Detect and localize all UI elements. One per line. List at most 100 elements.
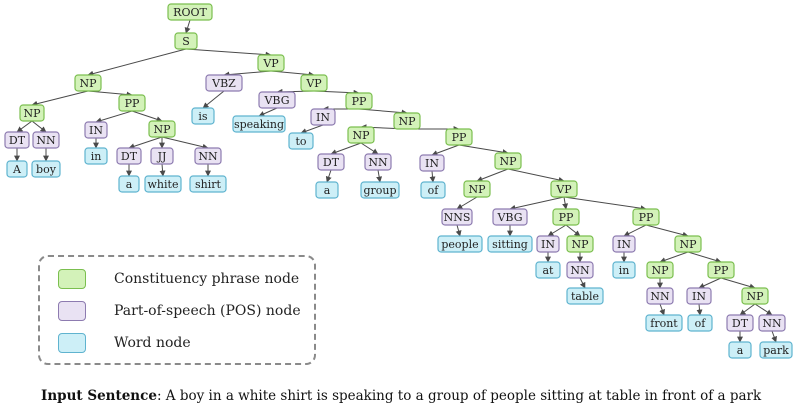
- tree-edge: [456, 196, 478, 210]
- pos-node: NN: [194, 147, 222, 165]
- pos-node: NNS: [441, 208, 473, 226]
- phrase-node: NP: [148, 120, 176, 138]
- pos-node: NN: [758, 314, 786, 332]
- pos-node: VBG: [492, 208, 528, 226]
- tree-edge: [358, 108, 408, 116]
- pos-node-box: [419, 154, 445, 172]
- phrase-node-label: PP: [639, 211, 654, 224]
- phrase-node-label: NP: [398, 115, 416, 128]
- phrase-node: NP: [566, 235, 594, 253]
- word-node-box: [612, 261, 636, 279]
- pos-node-label: NN: [570, 264, 590, 277]
- word-node-label: boy: [36, 163, 57, 176]
- word-node-box: [288, 132, 314, 150]
- pos-node-box: [150, 147, 174, 165]
- word-node-box: [191, 107, 215, 125]
- tree-edge: [202, 90, 225, 109]
- pos-node-box: [492, 208, 528, 226]
- pos-node-box: [441, 208, 473, 226]
- phrase-node: PP: [445, 128, 473, 146]
- word-node-label: of: [695, 317, 707, 330]
- tree-edge: [128, 136, 163, 150]
- legend-item-pos: Part-of-speech (POS) node: [58, 300, 301, 322]
- word-node: people: [437, 235, 483, 253]
- word-node-label: group: [363, 184, 396, 197]
- tree-edge: [739, 303, 756, 316]
- pos-node-box: [205, 74, 243, 92]
- pos-node-label: VBZ: [211, 77, 236, 90]
- pos-node: IN: [84, 121, 108, 139]
- tree-edge: [696, 303, 703, 316]
- word-node: in: [612, 261, 636, 279]
- tree-edge: [131, 110, 163, 123]
- phrase-node-box: [552, 208, 580, 226]
- tree-edge: [87, 90, 133, 98]
- pos-node-box: [258, 91, 296, 109]
- word-node-box: [728, 341, 752, 359]
- pos-node: JJ: [150, 147, 174, 165]
- word-node: a: [315, 181, 339, 199]
- word-node-box: [535, 261, 561, 279]
- phrase-node-label: S: [182, 35, 190, 48]
- word-node: boy: [31, 160, 61, 178]
- word-node-box: [232, 115, 286, 133]
- word-node: of: [420, 181, 446, 199]
- phrase-node-box: [494, 152, 522, 170]
- tree-edge: [16, 120, 33, 133]
- phrase-node: PP: [552, 208, 580, 226]
- word-node-box: [420, 181, 446, 199]
- phrase-node-label: NP: [352, 129, 370, 142]
- tree-edge: [360, 142, 379, 155]
- tree-edge: [31, 90, 89, 107]
- word-node-label: white: [148, 178, 179, 191]
- pos-node-label: NN: [762, 317, 782, 330]
- phrase-node-label: NP: [499, 155, 517, 168]
- tree-edge: [698, 277, 722, 289]
- tree-edge: [509, 196, 565, 211]
- phrase-node: NP: [494, 152, 522, 170]
- tree-nodes: ROOTSNPNPDTANNboyPPINinNPDTaJJwhiteNNshi…: [4, 3, 793, 359]
- pos-node-box: [646, 287, 674, 305]
- word-node-label: in: [91, 150, 102, 163]
- pos-node-box: [194, 147, 222, 165]
- pos-node: NN: [32, 131, 60, 149]
- pos-node-box: [686, 287, 712, 305]
- phrase-node-label: PP: [714, 264, 729, 277]
- phrase-node: VP: [550, 180, 578, 198]
- pos-node: IN: [536, 235, 560, 253]
- pos-node: IN: [310, 108, 336, 126]
- phrase-node-box: [19, 104, 45, 122]
- word-node-label: table: [571, 290, 599, 303]
- pos-node-label: VBG: [263, 94, 289, 107]
- pos-node-box: [116, 147, 142, 165]
- pos-node-box: [612, 235, 636, 253]
- word-node: speaking: [232, 115, 286, 133]
- phrase-node-label: VP: [262, 57, 279, 70]
- pos-node: IN: [686, 287, 712, 305]
- pos-node-label: IN: [425, 157, 439, 170]
- word-node-label: speaking: [234, 118, 284, 131]
- word-node-box: [487, 235, 533, 253]
- phrase-node-label: NP: [651, 264, 669, 277]
- phrase-node-label: PP: [452, 131, 467, 144]
- phrase-node: NP: [347, 126, 375, 144]
- tree-edge: [325, 169, 332, 183]
- phrase-node-label: VP: [555, 183, 572, 196]
- phrase-node-box: [566, 235, 594, 253]
- word-node: at: [535, 261, 561, 279]
- pos-node-box: [536, 235, 560, 253]
- word-node-label: sitting: [492, 238, 528, 251]
- phrase-node-box: [347, 126, 375, 144]
- word-node: park: [759, 341, 793, 359]
- parse-tree: ROOTSNPNPDTANNboyPPINinNPDTaJJwhiteNNshi…: [4, 3, 793, 359]
- phrase-node-box: [550, 180, 578, 198]
- word-node: a: [118, 175, 140, 193]
- pos-node-label: IN: [316, 111, 330, 124]
- tree-edge: [31, 120, 47, 133]
- word-node: is: [191, 107, 215, 125]
- tree-edge: [376, 169, 383, 183]
- word-node-box: [759, 341, 793, 359]
- tree-edge: [95, 110, 133, 124]
- word-node-label: at: [543, 264, 555, 277]
- pos-node-box: [317, 153, 345, 171]
